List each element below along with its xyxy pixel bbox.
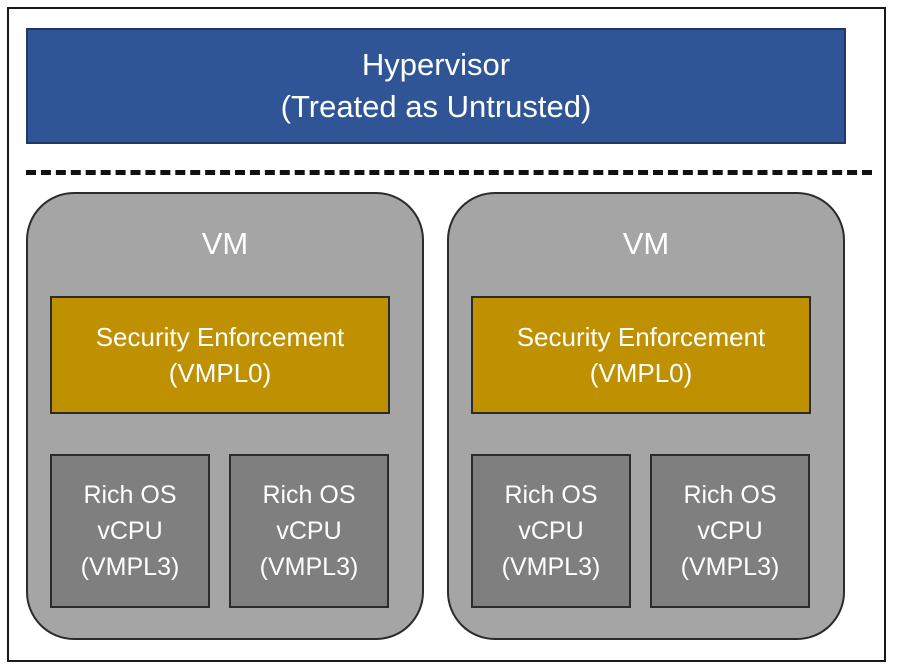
- vm-box-2: VM Security Enforcement (VMPL0) Rich OS …: [447, 192, 845, 640]
- vcpu-line2: vCPU: [697, 517, 763, 545]
- vcpu-level: (VMPL3): [80, 553, 180, 581]
- security-enforcement-title: Security Enforcement: [516, 322, 766, 352]
- vcpu-line1: Rich OS: [83, 481, 177, 509]
- vm-title: VM: [622, 226, 670, 261]
- security-enforcement-level: (VMPL0): [168, 358, 272, 388]
- hypervisor-box: Hypervisor (Treated as Untrusted): [26, 28, 846, 144]
- vcpu-line2: vCPU: [276, 517, 342, 545]
- vcpu-box-1: Rich OS vCPU (VMPL3): [50, 454, 210, 608]
- security-enforcement-box: Security Enforcement (VMPL0): [471, 296, 811, 414]
- hypervisor-subtitle: (Treated as Untrusted): [280, 89, 592, 124]
- security-enforcement-box: Security Enforcement (VMPL0): [50, 296, 390, 414]
- vcpu-box-2: Rich OS vCPU (VMPL3): [650, 454, 810, 608]
- trust-boundary-divider: [26, 170, 872, 175]
- security-enforcement-title: Security Enforcement: [95, 322, 345, 352]
- vm-title: VM: [201, 226, 249, 261]
- vcpu-line1: Rich OS: [683, 481, 777, 509]
- vcpu-line1: Rich OS: [504, 481, 598, 509]
- hypervisor-title: Hypervisor: [361, 47, 511, 82]
- vm-box-1: VM Security Enforcement (VMPL0) Rich OS …: [26, 192, 424, 640]
- vcpu-box-1: Rich OS vCPU (VMPL3): [471, 454, 631, 608]
- vcpu-level: (VMPL3): [501, 553, 601, 581]
- vcpu-line2: vCPU: [518, 517, 584, 545]
- vcpu-line1: Rich OS: [262, 481, 356, 509]
- security-enforcement-level: (VMPL0): [589, 358, 693, 388]
- vcpu-level: (VMPL3): [259, 553, 359, 581]
- vcpu-line2: vCPU: [97, 517, 163, 545]
- vcpu-box-2: Rich OS vCPU (VMPL3): [229, 454, 389, 608]
- vcpu-level: (VMPL3): [680, 553, 780, 581]
